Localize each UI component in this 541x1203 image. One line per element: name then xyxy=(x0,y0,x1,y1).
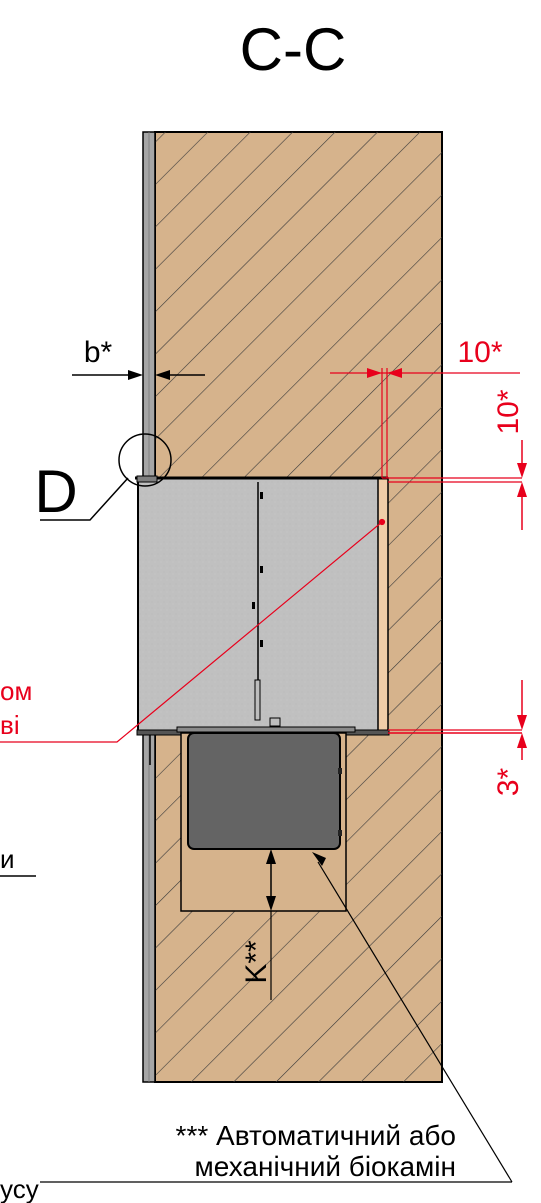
partial-red-label-line1: ом xyxy=(0,676,32,706)
wall-body xyxy=(154,131,443,1083)
detail-circle-marker xyxy=(118,433,172,487)
dimension-10-vertical: 10* xyxy=(492,389,527,530)
detail-d-label: D xyxy=(34,458,77,525)
dimension-k-label: K** xyxy=(240,940,273,984)
partial-bottom-label: усу xyxy=(0,1174,39,1203)
dimension-b: b* xyxy=(72,336,205,380)
partial-black-label-line: и xyxy=(0,844,15,874)
callout-leaders xyxy=(40,852,513,1183)
dimension-3-vertical-label: 3* xyxy=(492,767,525,796)
detail-d-marker: D xyxy=(34,433,172,525)
partial-black-label: и xyxy=(0,844,36,877)
dimension-k: K** xyxy=(240,849,276,1000)
niche-side-strip xyxy=(377,477,389,734)
dimension-b-label: b* xyxy=(84,336,113,369)
biofireplace-burner xyxy=(187,732,342,850)
callout-line1: *** Автоматичний або xyxy=(176,1120,456,1151)
red-guide-lines xyxy=(330,368,522,731)
dimension-10-vertical-label: 10* xyxy=(492,389,525,434)
dimension-10-horizontal-label: 10* xyxy=(457,336,502,369)
section-title: C-C xyxy=(240,16,347,83)
partial-red-label-line2: ві xyxy=(0,710,20,740)
callout-line2: механічний біокамін xyxy=(195,1151,456,1182)
dimension-10-horizontal: 10* xyxy=(367,336,503,378)
niche-opening xyxy=(137,477,383,734)
biofireplace-callout: *** Автоматичний або механічний біокамін xyxy=(176,1120,456,1182)
red-leader-line xyxy=(0,518,386,743)
niche-top-frame xyxy=(135,475,388,483)
dimension-3-vertical: 3* xyxy=(388,680,527,796)
